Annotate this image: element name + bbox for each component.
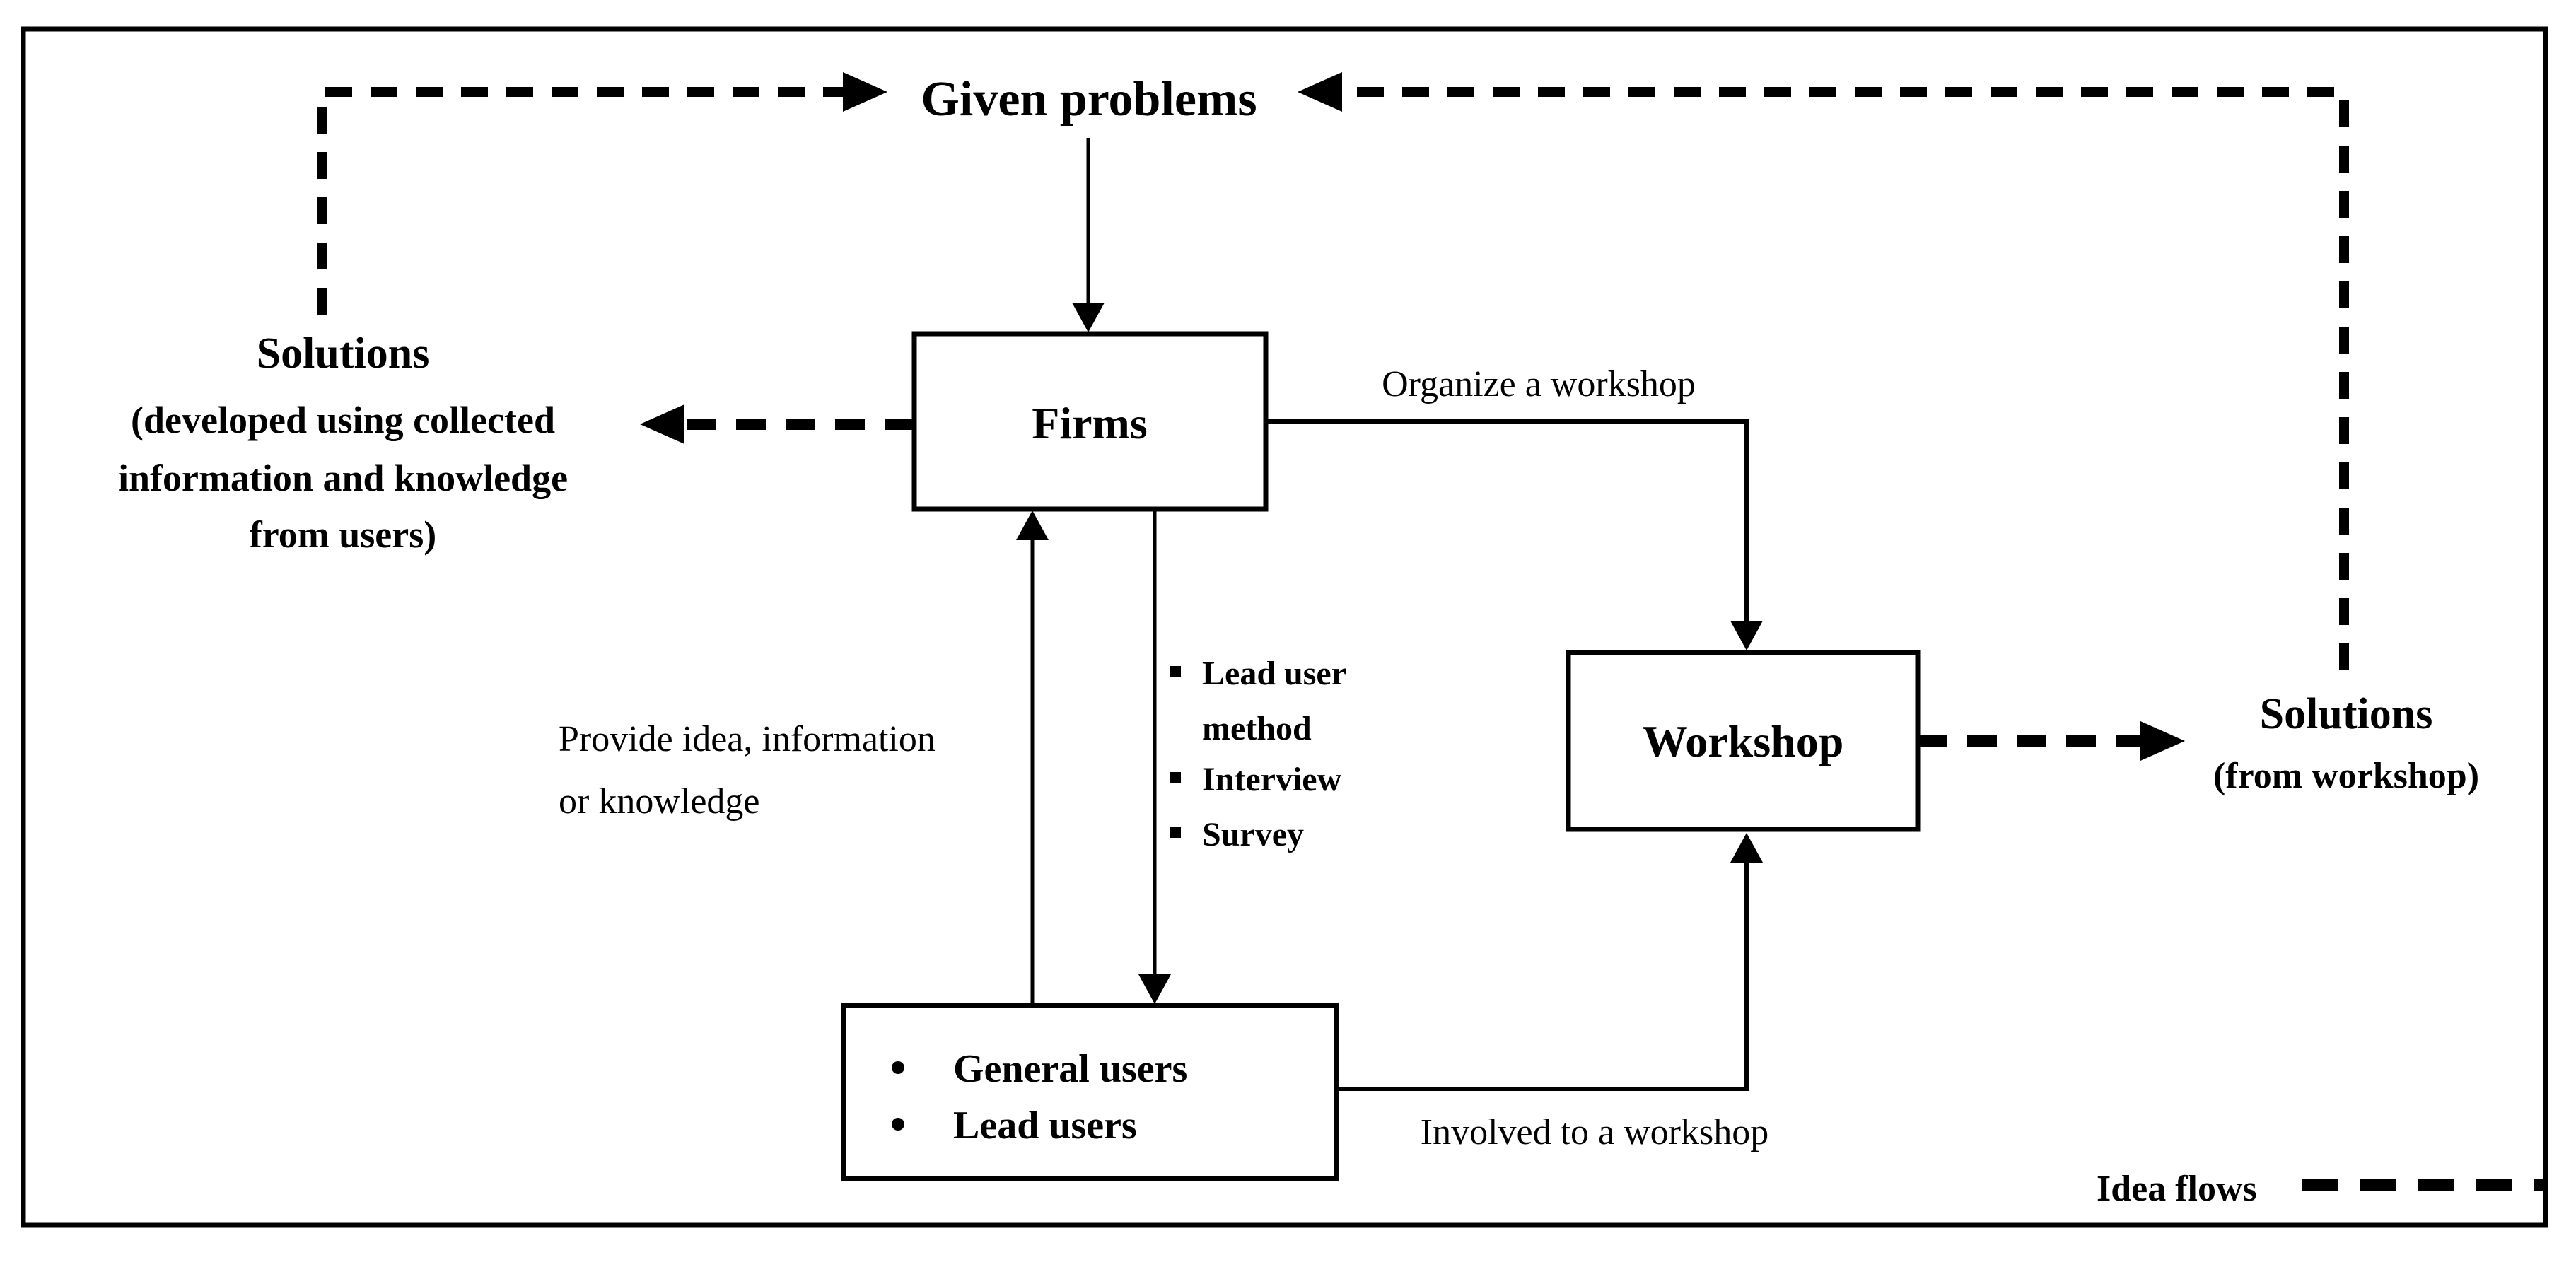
arrow-users-to-workshop bbox=[1336, 833, 1763, 1091]
solutions-right-subtitle: (from workshop) bbox=[2213, 756, 2479, 796]
dashed-elbow-right bbox=[1340, 87, 2349, 670]
arrowhead-left-icon bbox=[1298, 72, 1342, 112]
legend: Idea flows bbox=[2097, 1169, 2543, 1209]
provide-label-line: Provide idea, information bbox=[559, 719, 936, 759]
provide-label: Provide idea, information or knowledge bbox=[559, 719, 936, 822]
method-item: Lead user bbox=[1202, 655, 1346, 692]
solutions-left-desc-line: from users) bbox=[250, 513, 436, 556]
users-item: Lead users bbox=[953, 1104, 1137, 1148]
solutions-right-node: Solutions (from workshop) bbox=[2213, 690, 2479, 796]
workshop-node: Workshop bbox=[1566, 650, 1921, 832]
method-item: Interview bbox=[1202, 761, 1342, 798]
arrowhead-up-icon bbox=[1016, 510, 1049, 540]
elbow-organize bbox=[1266, 419, 1749, 621]
method-item: Survey bbox=[1202, 816, 1304, 853]
idea-flow-firms-to-solutions-left bbox=[640, 404, 914, 444]
arrowhead-up-icon bbox=[1730, 833, 1763, 863]
arrowhead-down-icon bbox=[1138, 974, 1171, 1004]
given-problems-label: Given problems bbox=[921, 72, 1257, 127]
legend-label: Idea flows bbox=[2097, 1169, 2257, 1209]
users-item: General users bbox=[953, 1047, 1187, 1091]
bullet-icon bbox=[1170, 827, 1181, 838]
workshop-box bbox=[1566, 650, 1921, 832]
organize-workshop-label: Organize a workshop bbox=[1382, 364, 1696, 404]
arrow-firms-to-workshop bbox=[1266, 419, 1763, 650]
firms-label: Firms bbox=[1032, 398, 1148, 448]
bullet-icon bbox=[892, 1061, 904, 1074]
arrow-firms-to-users bbox=[1138, 510, 1171, 1004]
bullet-icon bbox=[892, 1118, 904, 1131]
arrowhead-down-icon bbox=[1072, 303, 1105, 332]
firms-node: Firms bbox=[911, 331, 1269, 512]
idea-flow-workshop-to-solutions-right bbox=[1918, 721, 2185, 761]
users-node: General users Lead users bbox=[841, 1003, 1339, 1181]
workshop-label: Workshop bbox=[1643, 716, 1844, 766]
idea-flow-left-to-given-problems bbox=[317, 72, 887, 315]
provide-label-line: or knowledge bbox=[559, 781, 759, 822]
firms-box bbox=[911, 331, 1269, 512]
arrowhead-right-icon bbox=[843, 72, 887, 112]
users-box bbox=[841, 1003, 1339, 1181]
arrow-users-to-firms bbox=[1016, 510, 1049, 1004]
methods-list: Lead user method Interview Survey bbox=[1170, 655, 1346, 853]
solutions-left-desc-line: information and knowledge bbox=[118, 457, 568, 499]
solutions-left-node: Solutions (developed using collected inf… bbox=[118, 329, 568, 556]
arrowhead-left-icon bbox=[640, 404, 684, 444]
arrowhead-right-icon bbox=[2140, 721, 2185, 761]
dashed-elbow-left bbox=[317, 87, 845, 315]
arrow-given-problems-to-firms bbox=[1072, 138, 1105, 332]
elbow-involved bbox=[1336, 863, 1749, 1091]
solutions-right-title: Solutions bbox=[2260, 690, 2433, 738]
bullet-icon bbox=[1170, 666, 1181, 677]
diagram-border bbox=[21, 26, 2548, 1228]
method-item: method bbox=[1202, 710, 1312, 747]
involved-workshop-label: Involved to a workshop bbox=[1421, 1112, 1768, 1152]
idea-flow-right-to-given-problems bbox=[1298, 72, 2349, 670]
bullet-icon bbox=[1170, 772, 1181, 783]
solutions-left-title: Solutions bbox=[257, 329, 430, 378]
solutions-left-desc-line: (developed using collected bbox=[131, 399, 555, 441]
arrowhead-down-icon bbox=[1730, 621, 1763, 650]
